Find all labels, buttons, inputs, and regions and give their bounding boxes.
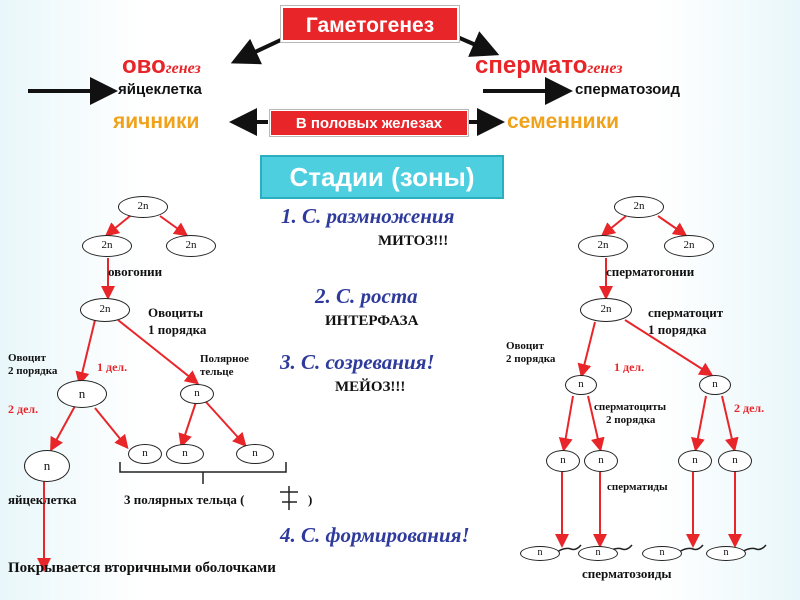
right-spermatid-2: n: [584, 450, 618, 472]
ovo-product: яйцеклетка: [118, 81, 202, 98]
right-spermatid-4: n: [718, 450, 752, 472]
left-oogonium-a: 2n: [82, 235, 132, 257]
sperm-suffix: генез: [587, 60, 623, 77]
ovaries-label: яичники: [113, 110, 200, 133]
oocyte2-left-line2: 2 порядка: [8, 365, 58, 377]
spermatocytes2-line2: 2 порядка: [606, 414, 656, 426]
arrow-title-to-ovo: [230, 36, 286, 65]
left-polar-1: n: [128, 444, 162, 464]
stage-3-label: 3. С. созревания!: [280, 350, 435, 374]
spermatogenesis-label: сперматогенез: [475, 52, 622, 80]
spermatocyte1-line1: сперматоцит: [648, 305, 724, 320]
right-sperm-1: n: [520, 546, 560, 561]
spermatocyte1-line2: 1 порядка: [648, 322, 707, 337]
stages-box: Стадии (зоны): [260, 155, 504, 199]
egg-label: яйцеклетка: [8, 492, 77, 507]
oocyte2-right-line2: 2 порядка: [506, 353, 556, 365]
spermatocytes2-line1: сперматоциты: [594, 401, 667, 413]
left-egg-node: n: [24, 450, 70, 482]
oogonia-label: овогонии: [108, 264, 163, 279]
oocyte1-line2: 1 порядка: [148, 322, 207, 337]
spermatozoa-label: сперматозоиды: [582, 566, 672, 581]
ovo-suffix: генез: [165, 60, 201, 77]
oocyte2-right-line1: Овоцит: [506, 340, 545, 352]
left-oogonium-root: 2n: [118, 196, 168, 218]
sperm-product: сперматозоид: [575, 81, 681, 98]
right-sperm-3: n: [642, 546, 682, 561]
oocyte1-line1: Овоциты: [148, 305, 204, 320]
right-sperm-2: n: [578, 546, 618, 561]
right-sperm-4: n: [706, 546, 746, 561]
right-div2-label: 2 дел.: [734, 401, 765, 415]
stage-3-sub: МЕЙОЗ!!!: [335, 379, 406, 395]
arrow-title-to-sperm: [454, 31, 500, 57]
left-oocyte1-node: 2n: [80, 298, 130, 322]
oocyte2-left-line1: Овоцит: [8, 352, 47, 364]
oocyte1-label: Овоциты 1 порядка: [148, 304, 206, 338]
sperm-prefix: спермато: [475, 52, 588, 79]
polar-body-line1: Полярное: [200, 353, 249, 365]
right-spermatogonium-root: 2n: [614, 196, 664, 218]
testes-label: семенники: [507, 110, 619, 133]
polar-body-line2: тельце: [200, 366, 234, 378]
right-spermatocyte1-node: 2n: [580, 298, 632, 322]
right-spermatid-3: n: [678, 450, 712, 472]
stage-2-label: 2. С. роста: [315, 284, 418, 308]
stage-4-label: 4. С. формирования!: [280, 523, 470, 547]
page-title: Гаметогенез: [280, 5, 460, 43]
spermatocyte1-label: сперматоцит 1 порядка: [648, 304, 723, 338]
stage-2-sub: ИНТЕРФАЗА: [325, 313, 419, 329]
right-spermatocyte2-a: n: [565, 375, 597, 395]
ovo-prefix: ово: [122, 52, 166, 79]
right-spermatogonium-b: 2n: [664, 235, 714, 257]
left-div1-label: 1 дел.: [97, 360, 128, 374]
left-oocyte2-node: n: [57, 380, 107, 408]
left-div2-label: 2 дел.: [8, 402, 39, 416]
left-polar-body-node: n: [180, 384, 214, 404]
polar-bodies-label: 3 полярных тельца (: [124, 492, 245, 507]
spermatids-label: сперматиды: [607, 481, 668, 493]
right-spermatogonium-a: 2n: [578, 235, 628, 257]
right-spermatocyte2-b: n: [699, 375, 731, 395]
left-polar-2: n: [166, 444, 204, 464]
stage-1-sub: МИТОЗ!!!: [378, 233, 449, 249]
stage-1-label: 1. С. размножения: [281, 204, 455, 228]
left-oogonium-b: 2n: [166, 235, 216, 257]
polar-bodies-close: ): [308, 492, 313, 507]
left-polar-3: n: [236, 444, 274, 464]
bottom-note: Покрывается вторичными оболочками: [8, 560, 276, 576]
right-spermatid-1: n: [546, 450, 580, 472]
right-div1-label: 1 дел.: [614, 360, 645, 374]
ovogenesis-label: овогенез: [122, 52, 201, 80]
spermatogonia-label: сперматогонии: [606, 264, 695, 279]
gonads-box: В половых железах: [269, 109, 469, 137]
